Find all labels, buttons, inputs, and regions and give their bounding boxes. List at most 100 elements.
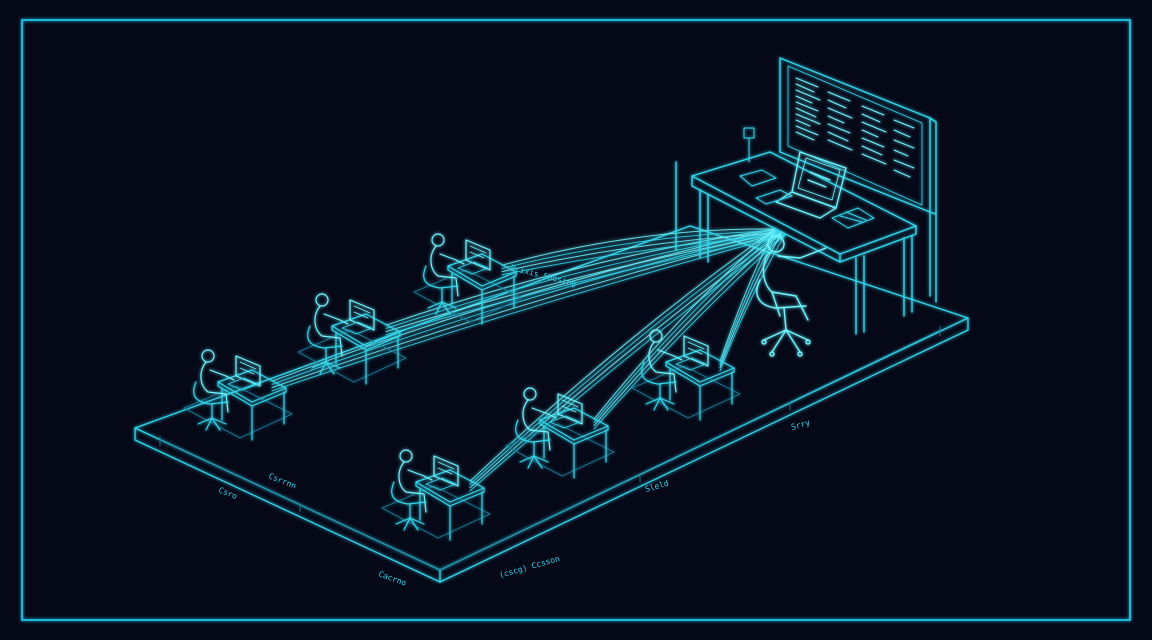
worker-chair xyxy=(307,325,343,349)
cable-ws5-3 xyxy=(593,232,783,427)
blueprint-labels: Prixis Sbosing Csro Csrrnn Sleld (cscg) … xyxy=(217,263,811,588)
label-d: (cscg) Ccsson xyxy=(498,554,561,580)
chair-leg xyxy=(645,397,661,405)
monitor-screen-line xyxy=(469,251,485,259)
workstation-keyboard xyxy=(341,321,373,335)
workstation-monitor xyxy=(235,355,261,387)
label-e: Cacrno xyxy=(377,569,407,587)
chair-leg xyxy=(533,455,543,469)
worker-arm xyxy=(657,349,683,361)
monitor-screen-line xyxy=(687,347,703,355)
chair-leg xyxy=(205,417,213,431)
worker-body xyxy=(430,245,459,297)
chair-leg xyxy=(409,517,419,531)
wall-monitor-code-lines xyxy=(795,77,915,178)
worker-arm xyxy=(531,407,557,419)
worker-chair xyxy=(423,265,459,289)
monitor-screen-line xyxy=(437,461,455,470)
worker-body xyxy=(522,399,551,451)
cable-ws4-3 xyxy=(469,232,783,489)
chair-leg xyxy=(211,417,221,431)
chair-leg xyxy=(527,455,535,469)
chair-leg xyxy=(319,361,327,375)
chair-leg xyxy=(519,455,535,463)
worker-head xyxy=(649,329,663,343)
admin-operator xyxy=(756,235,827,357)
worker-chair xyxy=(391,481,427,505)
chair-leg xyxy=(325,361,335,375)
admin-desk xyxy=(675,151,917,335)
chair-leg xyxy=(409,517,425,525)
monitor-screen-line xyxy=(561,399,579,408)
floor-dimension-lines xyxy=(159,325,941,571)
worker-chair xyxy=(193,381,229,405)
worker-arm xyxy=(209,369,235,381)
chair-leg xyxy=(441,301,451,315)
worker-head xyxy=(399,449,413,463)
cable-ws3-3 xyxy=(501,232,783,273)
chair-leg xyxy=(197,417,213,425)
workstation-6 xyxy=(631,329,741,421)
cable-ws6-3 xyxy=(719,232,783,369)
monitor-screen-line xyxy=(353,305,371,314)
worker-chair xyxy=(515,419,551,443)
cable-ws1-3 xyxy=(271,232,783,389)
label-c: Sleld xyxy=(644,479,670,494)
workstation-3 xyxy=(413,233,523,325)
worker-body xyxy=(200,361,229,413)
cable-ws2-3 xyxy=(385,232,783,333)
cable-ws4-2 xyxy=(469,230,779,485)
workstation-monitor xyxy=(433,455,459,487)
worker-head xyxy=(523,387,537,401)
workstation-keyboard xyxy=(549,415,581,429)
workstation-keyboard xyxy=(227,377,259,391)
worker-body xyxy=(648,341,677,393)
label-b: Csrrnn xyxy=(267,472,297,491)
worker-arm xyxy=(439,253,465,265)
monitor-screen-line xyxy=(469,245,487,254)
cable-ws6-2 xyxy=(719,230,779,365)
cable-ws2-4 xyxy=(385,234,786,336)
chair-leg xyxy=(325,361,341,369)
cable-ws3-2 xyxy=(501,230,779,269)
cable-ws5-2 xyxy=(593,230,779,423)
chair-leg xyxy=(211,417,227,425)
workstation-monitor xyxy=(557,393,583,425)
cable-ws3-1 xyxy=(501,228,776,266)
worker-body xyxy=(314,305,343,357)
workstation-monitor xyxy=(465,239,491,271)
chair-leg xyxy=(311,361,327,369)
wall-monitor xyxy=(779,57,937,303)
worker-body xyxy=(398,461,427,513)
workstation-monitor xyxy=(683,335,709,367)
cable-ws4-1 xyxy=(469,228,776,482)
worker-head xyxy=(201,349,215,363)
label-f: Srry xyxy=(790,418,811,432)
cable-ws4-4 xyxy=(469,234,786,492)
chair-leg xyxy=(435,301,443,315)
worker-arm xyxy=(323,313,349,325)
monitor-screen-line xyxy=(561,405,577,413)
cable-ws1-4 xyxy=(271,234,786,392)
monitor-screen-line xyxy=(437,467,453,475)
worker-head xyxy=(315,293,329,307)
workstation-1 xyxy=(183,349,293,441)
workstation-4 xyxy=(381,449,491,541)
worker-arm xyxy=(407,469,433,481)
chair-leg xyxy=(395,517,411,525)
monitor-screen-line xyxy=(239,367,255,375)
workstation-monitor xyxy=(349,299,375,331)
worker-head xyxy=(431,233,445,247)
monitor-screen-line xyxy=(687,341,705,350)
cable-ws5-1 xyxy=(593,228,776,420)
workstation-2 xyxy=(297,293,407,385)
monitor-screen-line xyxy=(353,311,369,319)
outer-frame xyxy=(21,19,1131,621)
admin-desk-items xyxy=(739,127,875,229)
central-admin-station xyxy=(675,57,937,357)
chair-leg xyxy=(533,455,549,463)
workstation-keyboard xyxy=(457,261,489,275)
chair-leg xyxy=(659,397,675,405)
cable-ws3-4 xyxy=(501,234,786,276)
